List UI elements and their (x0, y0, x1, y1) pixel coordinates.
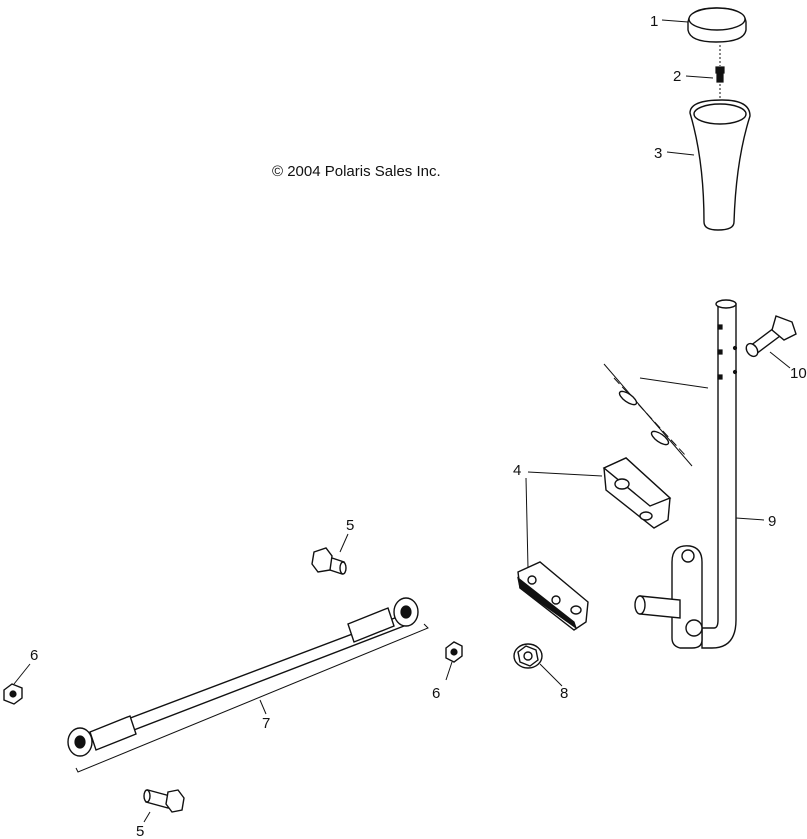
leader-1 (661, 19, 689, 23)
leader-9 (735, 517, 765, 521)
part-4-pivot-block-lower (517, 561, 589, 631)
part-3-shift-handle (689, 99, 751, 231)
leader-6a (13, 663, 31, 685)
leader-10 (769, 351, 791, 369)
part-1-knob-cap (687, 7, 747, 43)
mounting-bracket-outline (603, 363, 709, 467)
leader-2 (685, 75, 714, 79)
part-2-screw (715, 45, 725, 112)
callout-1: 1 (650, 13, 658, 30)
leader-5b (143, 811, 151, 823)
callout-5-upper: 5 (346, 517, 354, 534)
leader-4a (527, 471, 603, 477)
callout-10: 10 (790, 365, 807, 382)
part-6-nut-left (3, 683, 23, 705)
callout-4: 4 (513, 462, 521, 479)
copyright-text: © 2004 Polaris Sales Inc. (272, 163, 441, 180)
part-4-pivot-block-upper (602, 457, 672, 529)
part-5-bolt-lower (143, 789, 185, 813)
callout-6-center: 6 (432, 685, 440, 702)
leader-5a (339, 533, 349, 553)
part-9-shift-lever (634, 299, 738, 649)
part-7-tie-rod (67, 597, 419, 757)
part-10-bolt (745, 315, 797, 358)
tie-rod-dimension-bracket (75, 623, 429, 773)
callout-8: 8 (560, 685, 568, 702)
callout-9: 9 (768, 513, 776, 530)
part-6-nut-center (445, 641, 463, 663)
leader-4b (525, 477, 529, 569)
callout-3: 3 (654, 145, 662, 162)
callout-6-left: 6 (30, 647, 38, 664)
leader-8 (539, 663, 563, 687)
leader-6b (445, 661, 453, 681)
callout-2: 2 (673, 68, 681, 85)
part-8-flange-nut (513, 643, 543, 669)
leader-3 (666, 151, 695, 156)
leader-7 (259, 699, 267, 715)
part-5-bolt-upper (311, 547, 347, 575)
callout-7: 7 (262, 715, 270, 732)
callout-5-lower: 5 (136, 823, 144, 839)
